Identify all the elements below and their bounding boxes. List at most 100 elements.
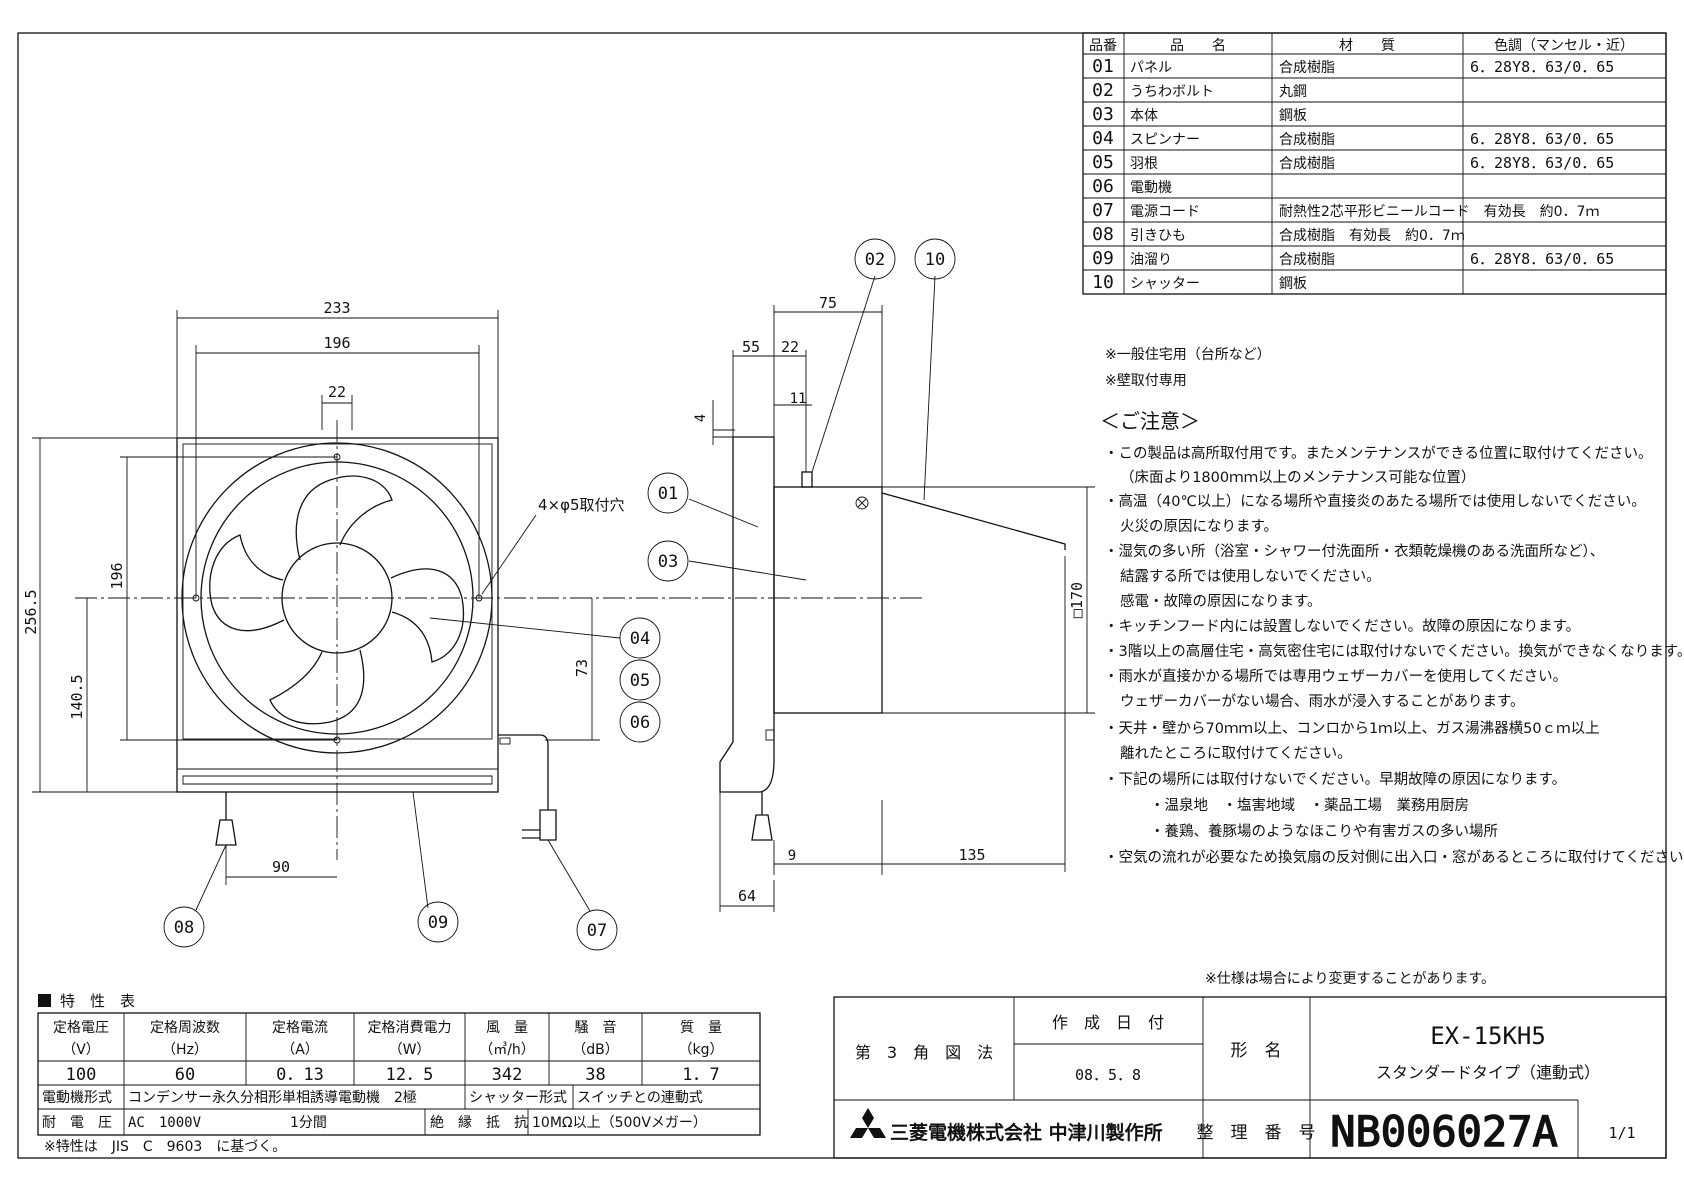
dim-55: 55	[742, 338, 760, 356]
title-block: 第 3 角 図 法 作 成 日 付 08．5．8 形 名 EX-15KH5 スタ…	[833, 996, 1667, 1159]
part-material: 鋼板	[1279, 276, 1307, 292]
model-label: 形 名	[1231, 1041, 1282, 1061]
spec-value: 38	[585, 1065, 605, 1085]
spec-footnote: ※特性は JIS C 9603 に基づく。	[44, 1138, 286, 1155]
spec-table: 特 性 表 定格電圧（V）定格周波数（Hz）定格電流（A）定格消費電力（W）風 …	[37, 992, 761, 1155]
spec-title: 特 性 表	[60, 992, 135, 1010]
part-name: 羽根	[1130, 156, 1158, 172]
callout-01: 01	[647, 472, 689, 514]
sheet-border	[17, 32, 1667, 1159]
part-color: 6．28Y8．63/0．65	[1470, 154, 1614, 172]
notes-block: ※一般住宅用（台所など） ※壁取付専用 ＜ご注意＞ ・この製品は高所取付用です。…	[1100, 347, 1684, 987]
caution-line: ・キッチンフード内には設置しないでください。故障の原因になります。	[1104, 617, 1580, 635]
side-panel	[719, 436, 775, 793]
part-no: 07	[1092, 200, 1114, 221]
insulation-value: 10MΩ以上（500Vメガー）	[532, 1115, 707, 1131]
callout-09: 09	[417, 901, 459, 943]
dim-22-front: 22	[328, 383, 346, 401]
callout-label: 06	[630, 713, 650, 733]
caution-line: ・高温（40℃以上）になる場所や直接炎のあたる場所では使用しないでください。	[1104, 493, 1646, 510]
part-color: 6．28Y8．63/0．65	[1470, 130, 1614, 148]
spec-header-unit: （kg）	[679, 1042, 724, 1058]
dim-196-left: 196	[108, 562, 126, 589]
part-name: 電動機	[1130, 180, 1172, 196]
caution-line: ・天井・壁から70ｍｍ以上、コンロから1ｍ以上、ガス湯沸器横50ｃｍ以上	[1104, 720, 1600, 737]
spec-header-top: 風 量	[486, 1020, 528, 1036]
part-name: 油溜り	[1130, 252, 1172, 268]
ref-label: 整 理 番 号	[1197, 1123, 1316, 1143]
dim-9: 9	[788, 848, 796, 864]
callout-label: 05	[630, 671, 650, 691]
spec-value: 60	[175, 1065, 195, 1085]
part-name: 引きひも	[1130, 228, 1186, 244]
parts-header-color: 色調（マンセル・近）	[1494, 37, 1634, 54]
callout-07: 07	[576, 909, 618, 951]
callout-05: 05	[619, 659, 661, 701]
part-name: うちわボルト	[1130, 84, 1214, 100]
spec-value: 1．7	[682, 1065, 719, 1085]
date-label: 作 成 日 付	[1052, 1013, 1164, 1032]
callout-label: 02	[865, 250, 885, 270]
part-name: 本体	[1130, 108, 1158, 124]
caution-line: ・湿気の多い所（浴室・シャワー付洗面所・衣類乾燥機のある洗面所など）、	[1104, 543, 1604, 560]
parts-header-name: 品 名	[1170, 38, 1226, 54]
part-no: 09	[1092, 248, 1114, 269]
parts-header-no: 品番	[1089, 38, 1117, 54]
part-no: 03	[1092, 104, 1114, 125]
spec-header-unit: （V）	[62, 1042, 100, 1058]
caution-line: 火災の原因になります。	[1120, 518, 1278, 535]
part-no: 08	[1092, 224, 1114, 245]
caution-line: ・下記の場所には取付けないでください。早期故障の原因になります。	[1104, 770, 1566, 788]
usage-note-2: ※壁取付専用	[1105, 373, 1187, 389]
part-no: 04	[1092, 128, 1114, 149]
front-panel-outline	[176, 437, 499, 793]
part-material: 合成樹脂	[1279, 60, 1335, 76]
callout-03: 03	[647, 540, 689, 582]
caution-line: ・養鶏、養豚場のようなほこりや有害ガスの多い場所	[1150, 822, 1498, 840]
dim-4: 4	[693, 414, 709, 422]
part-name: 電源コード	[1130, 204, 1200, 220]
callout-06: 06	[619, 701, 661, 743]
spec-title-marker	[38, 994, 51, 1007]
part-material: 耐熱性2芯平形ビニールコード 有効長 約0．7ｍ	[1279, 204, 1599, 220]
dim-196-top: 196	[323, 334, 350, 352]
caution-line: ・空気の流れが必要なため換気扇の反対側に出入口・窓があるところに取付けてください…	[1104, 848, 1684, 866]
projection-label: 第 3 角 図 法	[855, 1043, 993, 1062]
front-view: 233 196 22 196 256.5 140.5 73 90 4×φ5取付穴	[22, 299, 925, 885]
part-no: 10	[1092, 272, 1114, 293]
part-no: 06	[1092, 176, 1114, 197]
callout-10: 10	[914, 238, 956, 280]
dim-22-side: 22	[781, 338, 799, 356]
spec-header-top: 騒 音	[575, 1019, 617, 1036]
caution-line: （床面より1800ｍｍ以上のメンテナンス可能な位置）	[1120, 469, 1475, 486]
caution-line: ・この製品は高所取付用です。またメンテナンスができる位置に取付けてください。	[1104, 445, 1653, 462]
spec-value: 0．13	[276, 1065, 324, 1085]
spec-header-top: 定格消費電力	[368, 1020, 452, 1036]
spec-header-top: 定格電流	[272, 1020, 328, 1036]
caution-line: ・3階以上の高層住宅・高気密住宅には取付けないでください。換気ができなくなります…	[1104, 643, 1684, 660]
callout-label: 08	[174, 918, 194, 938]
voltage-value: AC 1000V	[128, 1115, 202, 1131]
side-view: 75 55 22 11 4 □170 9 135 64	[693, 294, 1095, 912]
mounting-hole-label: 4×φ5取付穴	[538, 496, 625, 514]
side-body	[773, 486, 883, 714]
spec-header-unit: （dB）	[572, 1042, 619, 1058]
part-name: パネル	[1130, 60, 1172, 76]
pull-cord-handle-side	[751, 814, 773, 841]
dim-11: 11	[790, 391, 807, 407]
spec-header-unit: （Hz）	[162, 1042, 208, 1058]
power-cord	[498, 734, 549, 810]
caution-title: ＜ご注意＞	[1100, 409, 1200, 433]
dim-90: 90	[272, 858, 290, 876]
part-material: 合成樹脂	[1279, 252, 1335, 268]
callout-label: 07	[587, 921, 607, 941]
part-material: 合成樹脂 有効長 約0．7ｍ	[1279, 228, 1465, 244]
part-material: 合成樹脂	[1279, 156, 1335, 172]
spec-header-unit: （W）	[389, 1042, 431, 1058]
dim-140-5: 140.5	[68, 674, 86, 719]
motor-label: 電動機形式	[42, 1090, 112, 1106]
callout-label: 01	[658, 484, 678, 504]
ref-number: NB006027A	[1330, 1107, 1558, 1156]
callout-08: 08	[163, 906, 205, 948]
